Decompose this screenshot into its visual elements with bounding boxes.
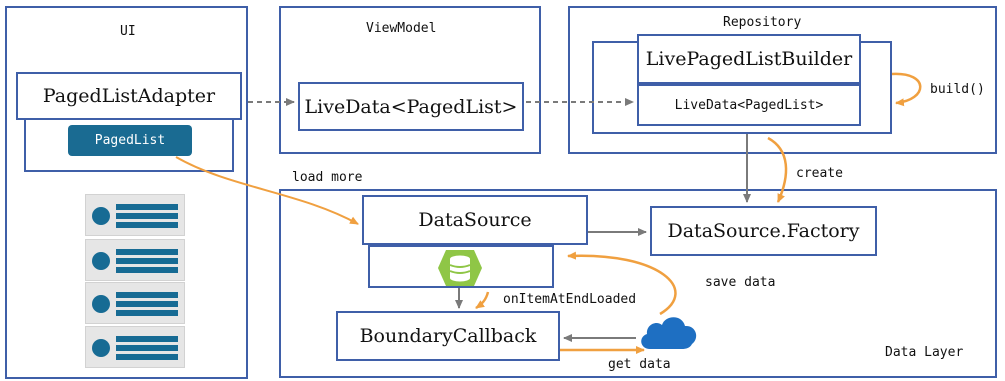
data-source-node: DataSource	[362, 195, 588, 245]
load-more-arrow	[175, 156, 359, 225]
data-layer-panel-title: Data Layer	[885, 345, 964, 360]
build-label: build()	[930, 82, 985, 97]
live-paged-list-builder-node: LivePagedListBuilder	[637, 34, 861, 84]
list-item-line	[116, 354, 178, 360]
database-icon	[438, 250, 482, 286]
repository-panel-title: Repository	[723, 15, 802, 30]
list-item-icon	[85, 239, 185, 281]
create-label: create	[796, 166, 843, 181]
list-item-line	[116, 267, 178, 273]
get-data-label: get data	[608, 357, 671, 372]
list-item-icon	[85, 326, 185, 368]
list-item-dot	[92, 295, 110, 313]
list-item-line	[116, 213, 178, 219]
cloud-icon	[641, 317, 697, 349]
list-item-icon	[85, 194, 185, 236]
repository-live-data-node: LiveData<PagedList>	[637, 84, 861, 126]
list-item-line	[116, 301, 178, 307]
build-loop-arrow	[891, 72, 922, 107]
list-item-icon	[85, 282, 185, 324]
on-item-at-end-loaded-arrow	[475, 291, 490, 310]
list-item-dot	[92, 252, 110, 270]
viewmodel-panel-title: ViewModel	[366, 21, 437, 36]
list-item-line	[116, 336, 178, 342]
list-item-line	[116, 249, 178, 255]
on-item-at-end-loaded-label: onItemAtEndLoaded	[503, 292, 637, 307]
list-item-line	[116, 222, 178, 228]
data-source-factory-node: DataSource.Factory	[650, 206, 877, 256]
paged-list-adapter-node: PagedListAdapter	[16, 72, 242, 120]
list-item-dot	[92, 207, 110, 225]
create-arrow	[767, 136, 788, 203]
list-item-line	[116, 204, 178, 210]
save-data-arrow	[567, 251, 677, 316]
list-item-dot	[92, 339, 110, 357]
list-item-line	[116, 258, 178, 264]
boundary-callback-node: BoundaryCallback	[336, 311, 560, 361]
paged-list-node: PagedList	[68, 125, 192, 156]
list-item-line	[116, 292, 178, 298]
save-data-label: save data	[705, 275, 776, 290]
load-more-label: load more	[292, 170, 363, 185]
live-data-paged-list-node: LiveData<PagedList>	[298, 82, 524, 131]
ui-panel-title: UI	[120, 24, 136, 39]
list-item-line	[116, 310, 178, 316]
list-item-line	[116, 345, 178, 351]
